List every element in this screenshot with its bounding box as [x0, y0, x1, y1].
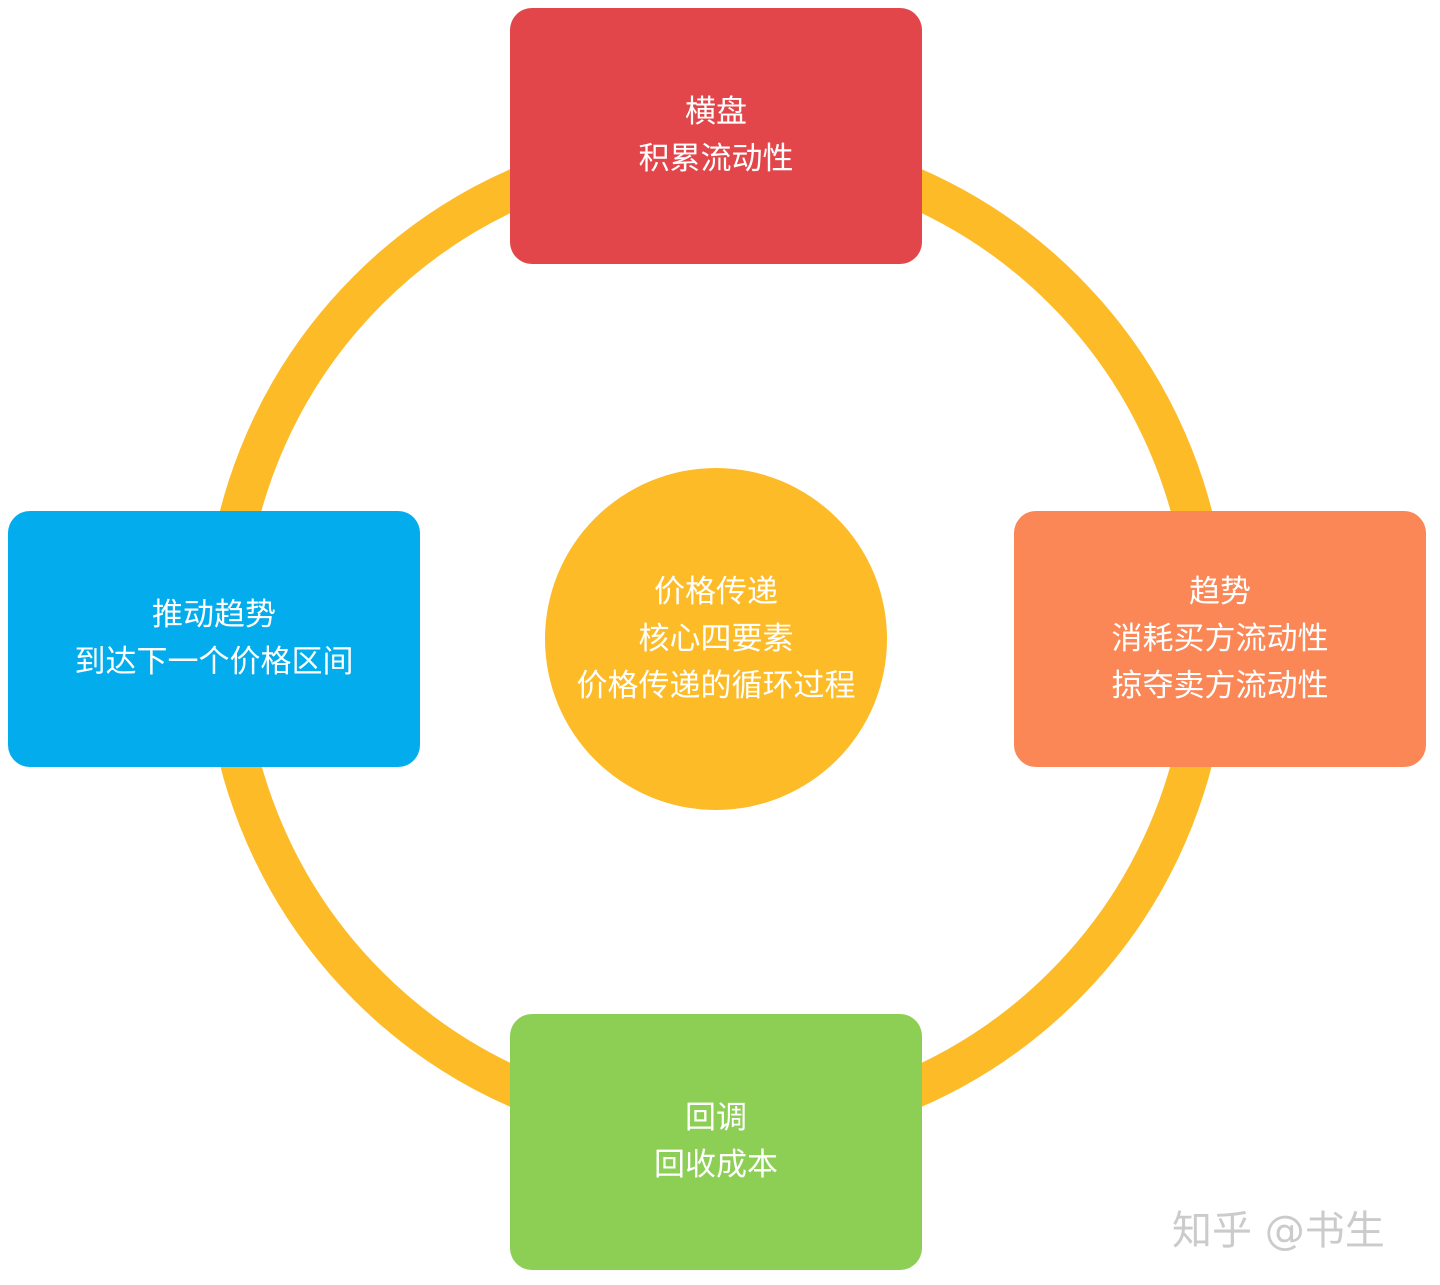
node-trend-desc-2: 掠夺卖方流动性 [1111, 667, 1329, 704]
center-line-3: 价格传递的循环过程 [576, 667, 856, 704]
node-push-trend-title: 推动趋势 [152, 597, 276, 633]
center-line-2: 核心四要素 [638, 620, 794, 657]
center-circle: 价格传递 核心四要素 价格传递的循环过程 [545, 468, 887, 810]
node-consolidation-title: 横盘 [685, 94, 747, 130]
node-push-trend-desc: 到达下一个价格区间 [74, 644, 354, 680]
watermark: 知乎 @书生 [1172, 1208, 1385, 1254]
node-trend-title: 趋势 [1189, 573, 1251, 610]
node-push-trend: 推动趋势 到达下一个价格区间 [8, 511, 420, 767]
node-pullback-desc: 回收成本 [654, 1147, 778, 1183]
node-trend: 趋势 消耗买方流动性 掠夺卖方流动性 [1014, 511, 1426, 767]
node-pullback: 回调 回收成本 [510, 1014, 922, 1270]
node-trend-desc-1: 消耗买方流动性 [1111, 620, 1329, 657]
node-consolidation: 横盘 积累流动性 [510, 8, 922, 264]
center-line-1: 价格传递 [654, 573, 778, 610]
node-consolidation-desc: 积累流动性 [638, 141, 794, 177]
node-pullback-title: 回调 [685, 1100, 747, 1136]
